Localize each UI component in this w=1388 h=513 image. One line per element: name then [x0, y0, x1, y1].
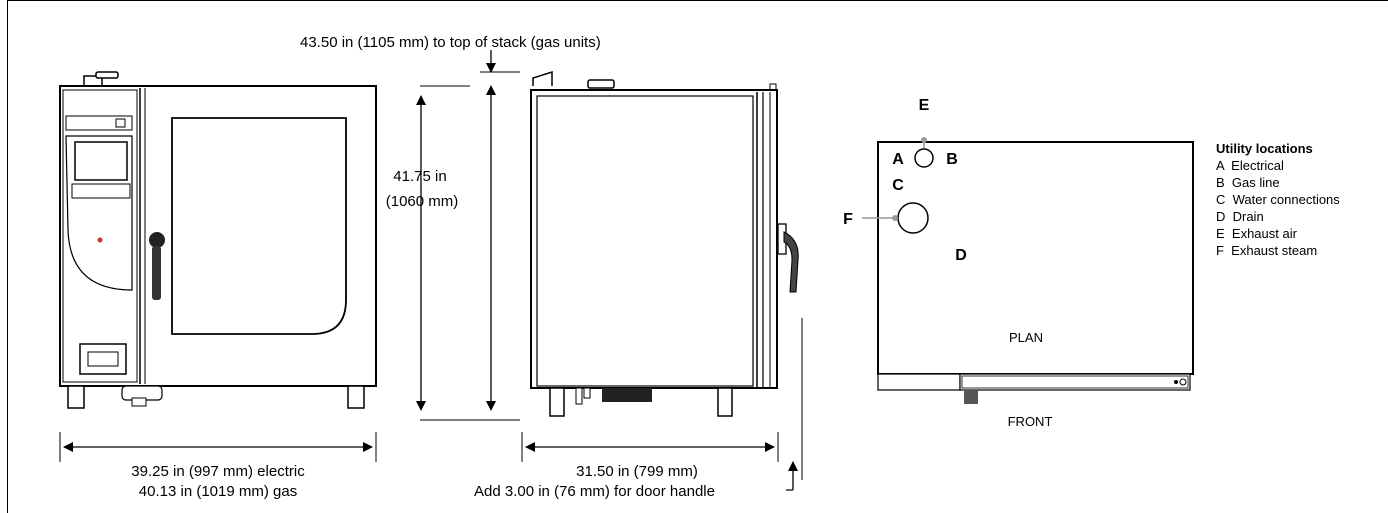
plan-view: [862, 137, 1194, 404]
utility-legend: Utility locations A Electrical B Gas lin…: [1216, 141, 1340, 258]
height-mm-label: (1060 mm): [386, 193, 459, 210]
diagram-frame: [7, 0, 1388, 513]
plan-label-c: C: [892, 177, 904, 194]
legend-item-a: A Electrical: [1216, 158, 1284, 173]
front-view-oven: [59, 71, 377, 409]
legend-title: Utility locations: [1216, 141, 1313, 156]
plan-label-b: B: [946, 151, 958, 168]
legend-item-b: B Gas line: [1216, 175, 1280, 190]
plan-caption: PLAN: [1009, 330, 1043, 345]
exhaust-air-port: [914, 148, 934, 168]
stack-height-label: 43.50 in (1105 mm) to top of stack (gas …: [300, 34, 601, 51]
width-electric-label: 39.25 in (997 mm) electric: [131, 463, 305, 480]
legend-item-f: F Exhaust steam: [1216, 243, 1317, 258]
depth-label: 31.50 in (799 mm): [576, 463, 698, 480]
legend-item-c: C Water connections: [1216, 192, 1340, 207]
side-view-oven: [530, 70, 799, 417]
legend-item-e: E Exhaust air: [1216, 226, 1298, 241]
plan-label-a: A: [892, 151, 904, 168]
plan-label-f: F: [843, 211, 853, 228]
plan-label-d: D: [955, 247, 967, 264]
legend-item-d: D Drain: [1216, 209, 1264, 224]
width-gas-label: 40.13 in (1019 mm) gas: [139, 483, 297, 500]
front-caption: FRONT: [1008, 414, 1053, 429]
plan-label-e: E: [919, 97, 930, 114]
door-handle-label: Add 3.00 in (76 mm) for door handle: [474, 483, 715, 500]
height-in-label: 41.75 in: [393, 168, 446, 185]
exhaust-steam-port: [897, 202, 929, 234]
